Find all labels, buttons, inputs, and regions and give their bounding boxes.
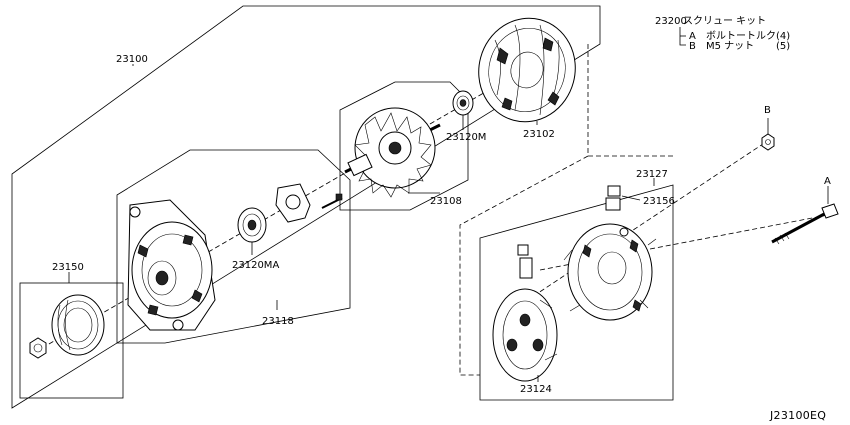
reference-code: J23100EQ xyxy=(769,409,826,422)
kit-item-b-letter: B xyxy=(689,41,696,52)
label-23100: 23100 xyxy=(116,54,148,65)
kit-title: スクリュー キット xyxy=(683,15,766,27)
rotor-box-23108 xyxy=(339,81,469,211)
guide-dashed-frame xyxy=(459,44,589,376)
callout-b: B xyxy=(764,105,771,116)
kit-item-b-name: M5 ナット xyxy=(706,40,754,52)
label-23156: 23156 xyxy=(643,196,675,207)
kit-item-a-letter: A xyxy=(689,31,696,42)
regulator-23156 xyxy=(517,185,621,279)
label-23118: 23118 xyxy=(262,316,294,327)
rotor-23108 xyxy=(344,107,441,198)
label-23120m: 23120M xyxy=(446,132,486,143)
label-23102: 23102 xyxy=(523,129,555,140)
through-bolt-a xyxy=(771,203,839,245)
kit-item-b-qty: (5) xyxy=(776,41,790,52)
axis-line-rear xyxy=(519,141,767,306)
kit-code: 23200 xyxy=(655,16,687,27)
callout-a: A xyxy=(824,176,831,187)
kit-bracket xyxy=(679,27,686,46)
leader-lines xyxy=(68,64,829,382)
rectifier-23124 xyxy=(492,288,558,382)
pulley-23150 xyxy=(51,294,105,356)
label-23124: 23124 xyxy=(520,384,552,395)
label-23108: 23108 xyxy=(430,196,462,207)
pulley-box-23150 xyxy=(19,282,124,399)
bearing-23120m xyxy=(452,90,474,116)
pulley-nut xyxy=(29,337,47,359)
label-23120ma: 23120MA xyxy=(232,260,279,271)
kit-item-a-qty: (4) xyxy=(776,31,790,42)
front-case-box-23118 xyxy=(116,149,351,344)
bearing-retainer xyxy=(275,183,343,223)
label-23127: 23127 xyxy=(636,169,668,180)
label-23150: 23150 xyxy=(52,262,84,273)
rear-cover-23102 xyxy=(478,17,576,123)
kit-item-a-name: ボルトートルク xyxy=(706,30,776,42)
rear-end-frame xyxy=(563,223,657,321)
nut-b xyxy=(761,133,775,151)
front-case-23118 xyxy=(127,199,216,331)
bearing-23120ma xyxy=(237,207,267,243)
assembly-outline-23100 xyxy=(11,5,601,409)
